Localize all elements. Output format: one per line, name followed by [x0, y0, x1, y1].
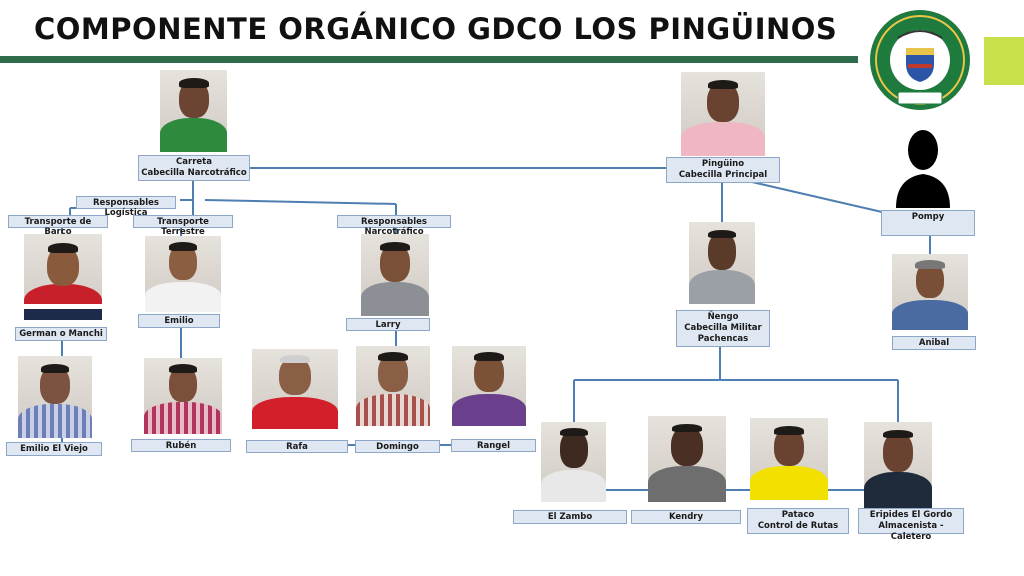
node-name: Pataco: [781, 510, 815, 520]
node-name: Eripides El Gordo: [869, 510, 953, 520]
node-name: Carreta: [176, 157, 212, 167]
photo-domingo: [356, 346, 430, 426]
photo-emilio-el-viejo: [18, 356, 92, 438]
node-label-pataco: Pataco Control de Rutas: [747, 508, 849, 534]
photo-carreta: [160, 70, 227, 152]
node-label-el-zambo: El Zambo: [513, 510, 627, 524]
photo-emilio: [145, 236, 221, 312]
photo-eripides: [864, 422, 932, 508]
node-label-larry: Larry: [346, 318, 430, 331]
node-name: Pompy: [911, 212, 945, 222]
node-label-terrestre: Transporte Terrestre: [133, 215, 233, 237]
node-label-eripides: Eripides El Gordo Almacenista - Caletero: [858, 508, 964, 542]
node-label-german: German o Manchi: [15, 327, 107, 341]
title-bar: COMPONENTE ORGÁNICO GDCO LOS PINGÜINOS: [0, 0, 858, 58]
node-label-rafa: Rafa: [246, 440, 348, 453]
node-label-ruben: Rubén: [131, 439, 231, 452]
node-role-2: Pachencas: [697, 334, 749, 344]
photo-anibal: [892, 254, 968, 330]
photo-el-zambo: [541, 422, 606, 502]
photo-rangel: [452, 346, 526, 426]
page-title: COMPONENTE ORGÁNICO GDCO LOS PINGÜINOS: [34, 12, 838, 46]
node-label-emilio: Emilio: [138, 314, 220, 328]
node-label-pinguino: Pingüino Cabecilla Principal: [666, 157, 780, 183]
photo-nengo: [689, 222, 755, 304]
node-label-rangel: Rangel: [451, 439, 536, 452]
title-underline: [0, 56, 858, 63]
node-label-domingo: Domingo: [355, 440, 440, 453]
node-label-logistica: Responsables Logística: [76, 196, 176, 218]
node-label-emilio-el-viejo: Emilio El Viejo: [6, 442, 102, 456]
photo-rafa: [252, 349, 338, 429]
node-role: Cabecilla Narcotráfico: [141, 168, 247, 178]
node-label-anibal: Anibal: [892, 336, 976, 350]
photo-kendry: [648, 416, 726, 502]
node-role: Cabecilla Principal: [678, 170, 768, 180]
photo-pinguino: [681, 72, 765, 156]
photo-pataco: [750, 418, 828, 500]
node-label-narcotrafico: Responsables Narcotráfico: [337, 215, 451, 237]
node-label-carreta: Carreta Cabecilla Narcotráfico: [138, 155, 250, 181]
photo-german: [24, 234, 102, 320]
node-label-nengo: Ñengo Cabecilla Militar Pachencas: [676, 310, 770, 347]
node-label-barco: Transporte de Barco: [8, 215, 108, 237]
unknown-person-silhouette: [896, 130, 950, 208]
node-role: Cabecilla Militar: [684, 323, 762, 333]
node-name: Pingüino: [701, 159, 745, 169]
node-role: Control de Rutas: [757, 521, 839, 531]
node-role: Almacenista - Caletero: [878, 521, 944, 542]
photo-larry: [361, 234, 429, 316]
accent-square: [984, 37, 1024, 85]
node-label-pompy: Pompy: [881, 210, 975, 236]
node-label-kendry: Kendry: [631, 510, 741, 524]
node-name: Ñengo: [707, 312, 739, 322]
photo-ruben: [144, 358, 222, 434]
police-badge-logo: [870, 10, 970, 110]
